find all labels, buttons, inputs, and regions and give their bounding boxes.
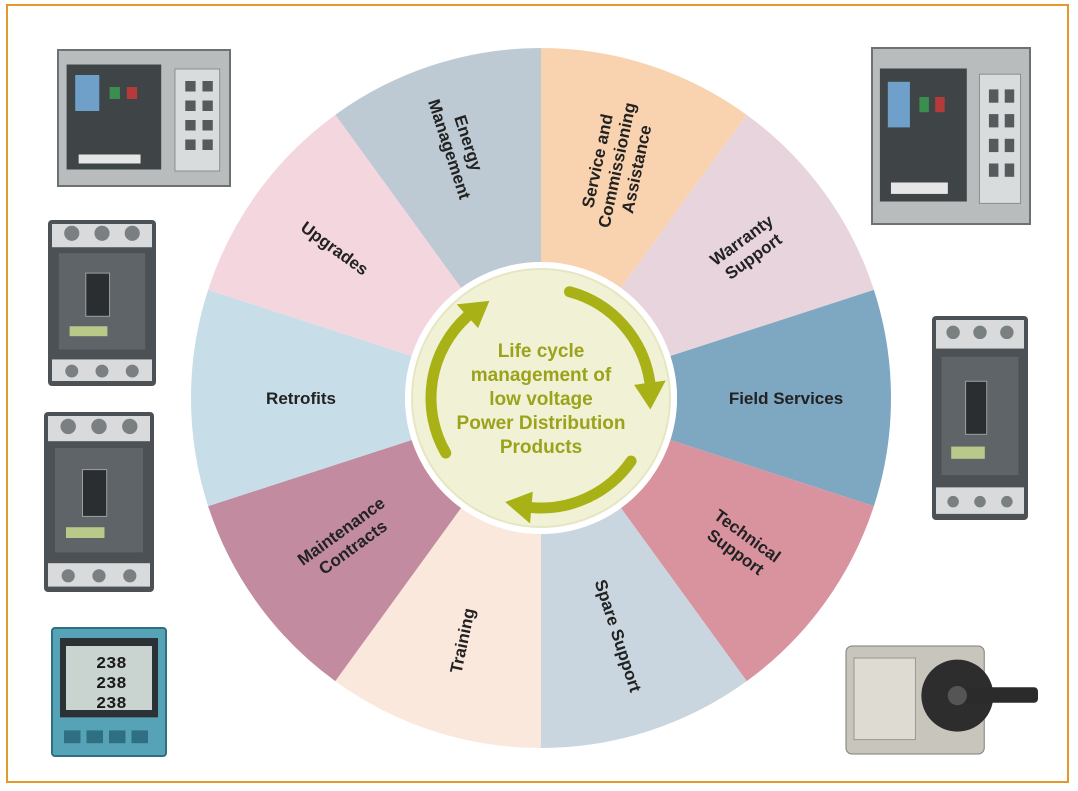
meter-reading: 238 bbox=[96, 675, 127, 694]
segment-retrofits bbox=[191, 289, 412, 507]
molded-case-breaker-icon bbox=[932, 316, 1028, 520]
segment-spare-support bbox=[541, 508, 747, 748]
segment-service-commissioning bbox=[541, 48, 747, 288]
wheel-segments bbox=[191, 48, 891, 748]
arrow-top-right-icon bbox=[563, 286, 666, 410]
meter-reading: 238 bbox=[96, 655, 127, 674]
arrow-left-icon bbox=[425, 300, 490, 459]
segment-label-field-services: Field Services bbox=[729, 389, 843, 408]
segment-maintenance-contracts bbox=[208, 440, 462, 682]
molded-case-breaker-icon bbox=[48, 220, 156, 386]
air-circuit-breaker-icon bbox=[871, 47, 1031, 225]
segment-warranty-support bbox=[620, 114, 874, 356]
segment-energy-management bbox=[335, 48, 541, 288]
segment-upgrades bbox=[208, 114, 462, 356]
arrow-bottom-icon bbox=[505, 455, 637, 524]
segment-technical-support bbox=[620, 440, 874, 682]
center-disc bbox=[411, 268, 671, 528]
segment-field-services bbox=[670, 289, 891, 507]
rotary-disconnect-switch-icon bbox=[845, 645, 1038, 755]
molded-case-breaker-icon bbox=[44, 412, 154, 592]
air-circuit-breaker-icon bbox=[57, 49, 231, 187]
segment-training bbox=[335, 508, 541, 748]
segment-label-retrofits: Retrofits bbox=[266, 389, 336, 408]
meter-reading: 238 bbox=[96, 695, 127, 714]
